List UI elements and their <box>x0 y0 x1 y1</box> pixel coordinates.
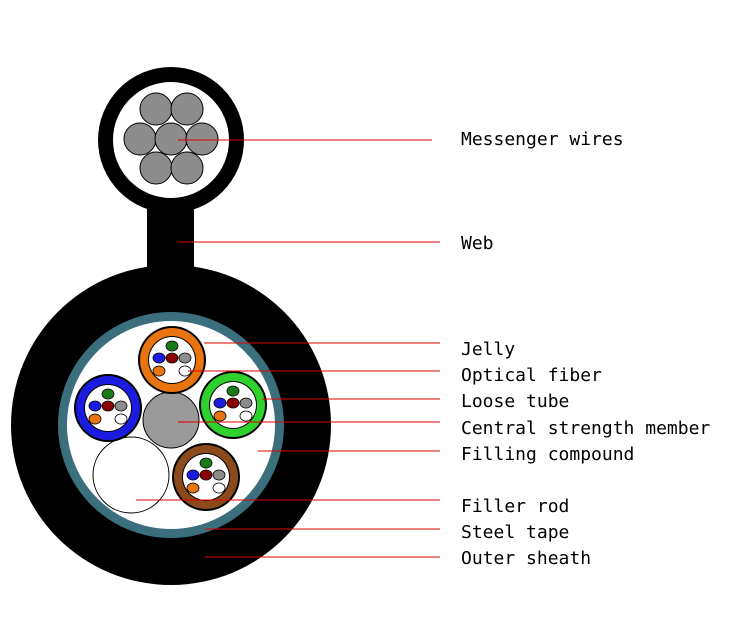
label-web: Web <box>461 233 494 254</box>
label-messenger-wires: Messenger wires <box>461 129 624 150</box>
label-central-strength-member: Central strength member <box>461 418 711 439</box>
optical-fiber <box>199 457 213 469</box>
optical-fiber <box>165 352 179 364</box>
loose-tube-orange <box>138 326 206 394</box>
optical-fiber <box>239 410 253 422</box>
messenger-wires <box>123 92 219 185</box>
central-strength-member <box>142 391 200 449</box>
optical-fiber <box>152 365 166 377</box>
messenger-wire <box>185 122 219 156</box>
optical-fiber <box>199 469 213 481</box>
loose-tube-brown <box>172 443 240 511</box>
optical-fiber <box>178 352 192 364</box>
optical-fiber <box>226 385 240 397</box>
optical-fiber <box>213 410 227 422</box>
leader-lines <box>136 139 440 558</box>
optical-fiber <box>88 400 102 412</box>
optical-fiber <box>88 413 102 425</box>
filler-rod <box>92 436 170 514</box>
optical-fiber <box>226 397 240 409</box>
label-filler-rod: Filler rod <box>461 496 570 517</box>
messenger-wire <box>139 151 173 185</box>
loose-tube-blue <box>74 374 142 442</box>
label-filling-compound: Filling compound <box>461 444 635 465</box>
messenger-wire <box>170 151 204 185</box>
messenger-wire <box>170 92 204 126</box>
optical-fiber <box>212 482 226 494</box>
optical-fiber <box>101 388 115 400</box>
label-jelly: Jelly <box>461 339 516 360</box>
optical-fiber <box>186 482 200 494</box>
optical-fiber <box>212 469 226 481</box>
optical-fiber <box>186 469 200 481</box>
optical-fiber <box>114 400 128 412</box>
loose-tube-green <box>199 371 267 439</box>
optical-fiber <box>152 352 166 364</box>
messenger-wire <box>123 122 157 156</box>
label-steel-tape: Steel tape <box>461 522 570 543</box>
label-loose-tube: Loose tube <box>461 391 570 412</box>
messenger-wire <box>139 92 173 126</box>
messenger-wire <box>154 122 188 156</box>
label-outer-sheath: Outer sheath <box>461 548 592 569</box>
optical-fiber <box>165 340 179 352</box>
optical-fiber <box>114 413 128 425</box>
optical-fiber <box>239 397 253 409</box>
label-optical-fiber: Optical fiber <box>461 365 602 386</box>
optical-fiber <box>101 400 115 412</box>
optical-fiber <box>213 397 227 409</box>
